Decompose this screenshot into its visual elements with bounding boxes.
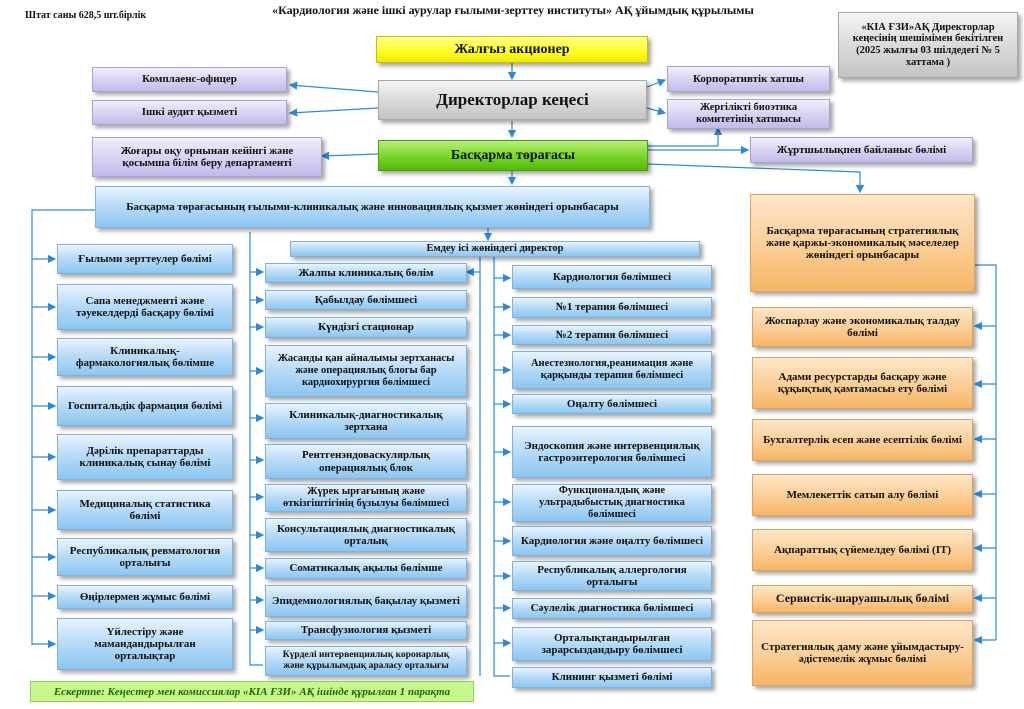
col4-item: Адами ресурстарды басқару және құқықтық …	[752, 357, 973, 409]
footnote: Ескертпе: Кеңестер мен комиссиялар «КІА …	[30, 681, 474, 702]
col4-item: Ақпараттық сүйемелдеу бөлімі (IT)	[752, 529, 973, 571]
col3-item: Анестезиология,реанимация және қарқынды …	[512, 351, 712, 389]
col3-item: Функционалдық және ультрадыбыстық диагно…	[512, 484, 712, 522]
deputy-science-box: Басқарма төрағасының ғылыми-клиникалық ж…	[95, 186, 650, 228]
col3-item: Эндоскопия және интервенциялық гастроэнт…	[512, 426, 712, 478]
col2-item: Жүрек ырғағының және өткізгіштігінің бұз…	[265, 484, 467, 512]
col3-item: Кардиология және оңалту бөлімшесі	[512, 526, 712, 556]
deputy-strategy-box: Басқарма төрағасының стратегиялық және қ…	[750, 194, 975, 292]
col2-item: Жалпы клиникалық бөлім	[265, 263, 467, 283]
col1-item: Клиникалық-фармакологиялық бөлімше	[57, 338, 233, 376]
page-title: «Кардиология және ішкі аурулар ғылыми-зе…	[272, 3, 754, 17]
corp-secretary-box: Корпоративтік хатшы	[667, 66, 830, 92]
col1-item: Сапа менеджменті және тәуекелдерді басқа…	[57, 284, 233, 330]
col3-item: №2 терапия бөлімшесі	[512, 325, 712, 345]
col2-item: Клиникалық-диагностикалық зертхана	[265, 403, 467, 439]
col2-item: Эпидемиологиялық бақылау қызметі	[265, 585, 467, 617]
audit-box: Ішкі аудит қызметі	[92, 100, 287, 125]
col2-item: Соматикалық ақылы бөлімше	[265, 558, 467, 579]
col3-item: №1 терапия бөлімшесі	[512, 297, 712, 318]
col1-item: Медициналық статистика бөлімі	[57, 490, 233, 530]
bioethics-box: Жергілікті биоэтика комитетінің хатшысы	[667, 99, 830, 129]
col4-item: Стратегиялық даму және ұйымдастыру-әдіст…	[752, 620, 973, 686]
col2-item: Күрделі интервенциялық коронарлық және қ…	[265, 646, 467, 676]
col1-item: Дәрілік препараттарды клиникалық сынау б…	[57, 434, 233, 480]
col2-item: Күндізгі стационар	[265, 317, 467, 338]
col3-item: Кардиология бөлімшесі	[512, 265, 712, 289]
public-relations-box: Жұртшылықпен байланыс бөлімі	[750, 137, 973, 163]
shareholder-box: Жалғыз акционер	[376, 36, 648, 63]
board-box: Директорлар кеңесі	[378, 80, 647, 120]
col4-item: Бухгалтерлік есеп және есептілік бөлімі	[752, 419, 973, 461]
col4-item: Мемлекеттік сатып алу бөлімі	[752, 474, 973, 516]
col2-item: Жасанды қан айналымы зертханасы және опе…	[265, 345, 467, 397]
col4-item: Сервистік-шаруашылық бөлімі	[752, 585, 973, 613]
col3-item: Оңалту бөлімшесі	[512, 394, 712, 414]
col4-item: Жоспарлау және экономикалық талдау бөлім…	[752, 307, 973, 347]
col2-item: Рентгенэндоваскулярлық операциялық блок	[265, 444, 467, 479]
approval-note: «КІА ҒЗИ»АҚ Директорлар кеңесінің шешімі…	[838, 12, 1018, 78]
col2-item: Қабылдау бөлімшесі	[265, 290, 467, 310]
col1-item: Өңірлермен жұмыс бөлімі	[57, 585, 233, 609]
postgrad-box: Жоғары оқу орнынан кейінгі және қосымша …	[92, 137, 322, 177]
col1-item: Республикалық ревматология орталығы	[57, 538, 233, 576]
col3-item: Сәулелік диагностика бөлімшесі	[512, 598, 712, 619]
col2-item: Консультациялық диагностикалық орталық	[265, 518, 467, 552]
compliance-box: Комплаенс-офицер	[92, 67, 287, 92]
staff-count: Штат саны 628,5 шт.бірлік	[25, 10, 147, 21]
col1-item: Үйлестіру және мамандандырылған орталықт…	[57, 618, 233, 670]
medical-director-box: Емдеу ісі жөніндегі директор	[290, 241, 700, 257]
col1-item: Госпитальдік фармация бөлімі	[57, 386, 233, 426]
col3-item: Орталықтандырылған зарарсыздандыру бөлім…	[512, 627, 712, 661]
col1-item: Ғылыми зерттеулер бөлімі	[57, 244, 233, 274]
chairman-box: Басқарма төрағасы	[378, 140, 648, 171]
col3-item: Республикалық аллергология орталығы	[512, 561, 712, 591]
col3-item: Клининг қызметі бөлімі	[512, 667, 712, 688]
col2-item: Трансфузиология қызметі	[265, 621, 467, 640]
